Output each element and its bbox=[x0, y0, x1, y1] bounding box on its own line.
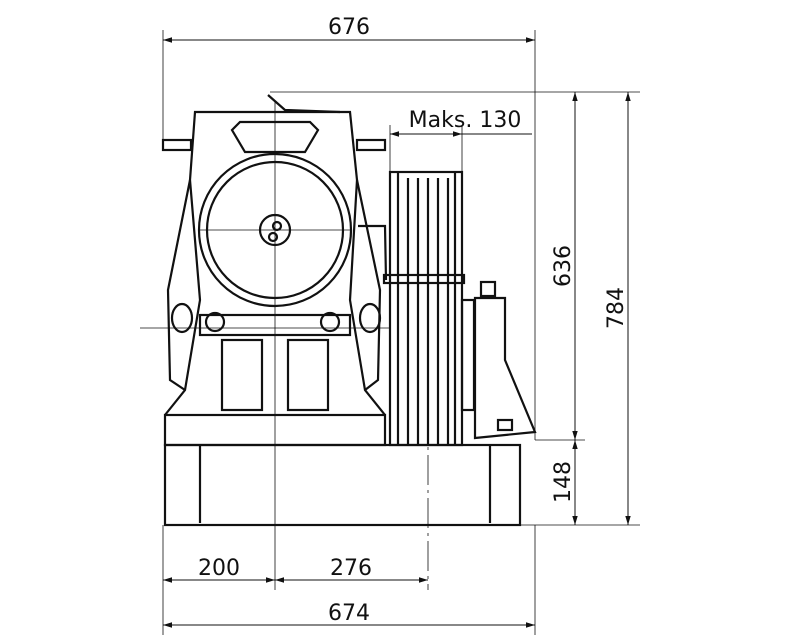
base-frame bbox=[163, 443, 522, 527]
dimension-lines bbox=[163, 37, 631, 628]
dim-max-pulley-width: Maks. 130 bbox=[409, 108, 522, 133]
dim-left-offset: 200 bbox=[198, 556, 240, 581]
dim-machine-height: 636 bbox=[551, 245, 576, 287]
dim-overall-top-width: 676 bbox=[328, 15, 370, 40]
dim-base-height: 148 bbox=[551, 461, 576, 503]
dim-overall-bottom-width: 674 bbox=[328, 601, 370, 626]
bearing-stand bbox=[460, 280, 537, 440]
dim-center-offset: 276 bbox=[330, 556, 372, 581]
motor-housing bbox=[161, 94, 387, 447]
traction-wheel bbox=[197, 152, 353, 308]
rope-pulley bbox=[358, 170, 466, 447]
dim-total-height: 784 bbox=[604, 287, 629, 329]
